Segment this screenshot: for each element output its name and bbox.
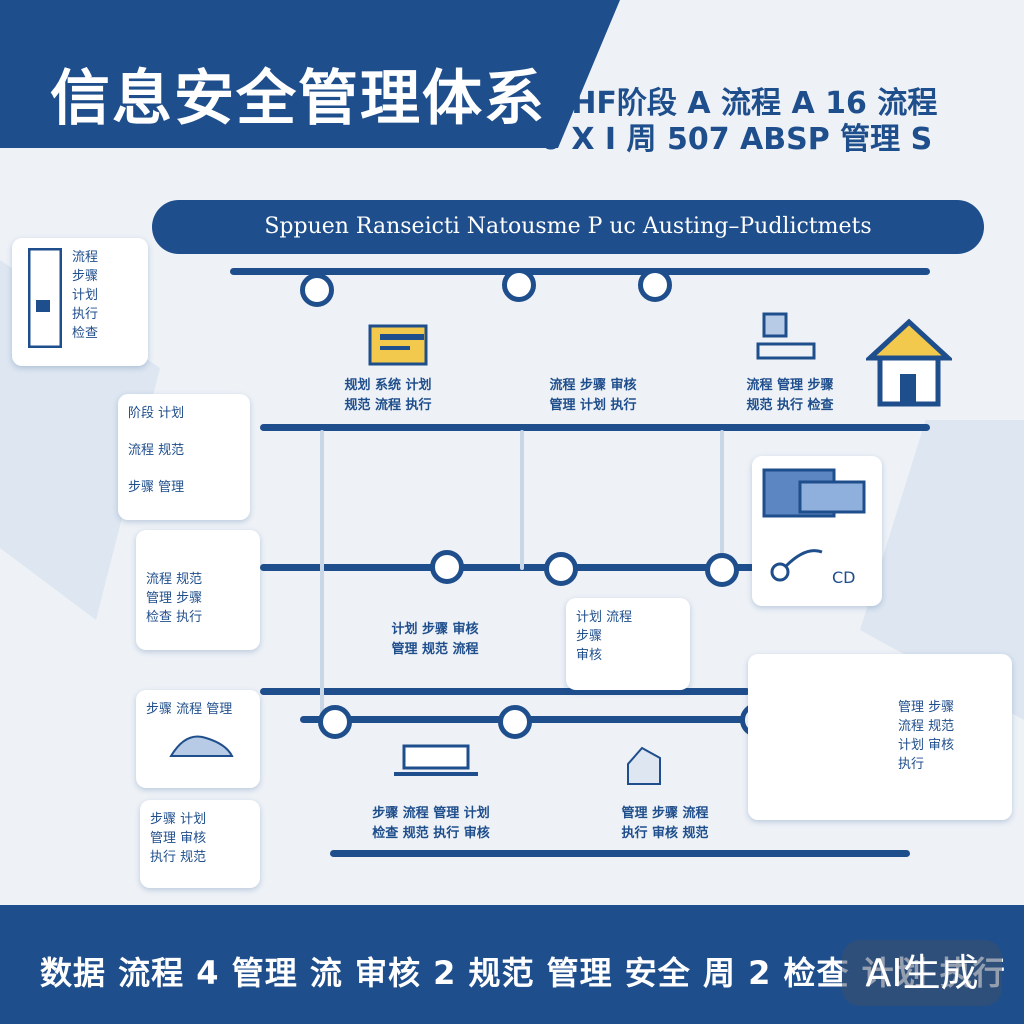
flow-line-vertical xyxy=(520,430,524,570)
left-card-5: 步骤 计划 管理 审核 执行 规范 xyxy=(140,800,260,888)
card-line: 执行 xyxy=(72,307,99,322)
hand-icon xyxy=(169,735,234,757)
step-text-6: 管理 步骤 流程 执行 审核 规范 xyxy=(610,804,720,844)
card-line: 步骤 流程 管理 xyxy=(146,702,233,717)
card-line: 阶段 计划 xyxy=(128,406,185,421)
flow-line-bottom xyxy=(330,850,910,857)
left-card-2: 阶段 计划 流程 规范 步骤 管理 xyxy=(118,394,250,520)
subtitle-line-1: 4 HF阶段 A 流程 A 16 流程 xyxy=(540,86,938,121)
folder-icon xyxy=(762,468,866,518)
step-line: 步骤 流程 管理 计划 xyxy=(372,806,490,821)
flow-line-row3 xyxy=(260,688,750,695)
card-line: 计划 审核 xyxy=(898,738,955,753)
flow-node xyxy=(544,552,578,586)
card-line: 流程 xyxy=(72,250,99,265)
left-card-4: 步骤 流程 管理 xyxy=(136,690,260,788)
step-line: 规划 系统 计划 xyxy=(344,378,432,393)
card-line: 步骤 计划 xyxy=(150,812,207,827)
step-line: 管理 计划 执行 xyxy=(549,398,637,413)
step-line: 计划 步骤 审核 xyxy=(391,622,479,637)
step-line: 规范 流程 执行 xyxy=(344,398,432,413)
database-label: CD xyxy=(832,568,856,587)
card-line: 检查 xyxy=(72,326,99,341)
house-icon xyxy=(866,318,952,407)
page-title: 信息安全管理体系 xyxy=(50,64,546,134)
flow-node xyxy=(498,705,532,739)
card-line: 步骤 xyxy=(576,629,603,644)
step-text-2: 流程 步骤 审核 管理 计划 执行 xyxy=(528,376,658,416)
card-line: 管理 步骤 xyxy=(146,591,203,606)
flow-line-vertical xyxy=(320,430,324,720)
card-line: 流程 规范 xyxy=(898,719,955,734)
footer-text: 数据 流程 4 管理 流 审核 2 规范 管理 安全 周 2 检查 计划 执行 xyxy=(40,954,1006,992)
flow-node xyxy=(430,550,464,584)
card-line: 流程 规范 xyxy=(128,443,185,458)
step-line: 管理 步骤 流程 xyxy=(621,806,709,821)
flow-node xyxy=(638,268,672,302)
laptop-icon xyxy=(394,744,478,776)
card-line: 管理 步骤 xyxy=(898,700,955,715)
step-line: 管理 规范 流程 xyxy=(391,642,479,657)
card-line: 步骤 xyxy=(72,269,99,284)
step-text-3: 流程 管理 步骤 规范 执行 检查 xyxy=(722,376,858,416)
monitor-icon xyxy=(756,312,816,360)
flow-line-row2 xyxy=(260,564,760,571)
flow-line-vertical xyxy=(720,430,724,570)
subtitle-line-2: 6 X I 周 507 ABSP 管理 S xyxy=(540,122,933,157)
header-band xyxy=(0,0,620,148)
page-subtitle: 4 HF阶段 A 流程 A 16 流程 6 X I 周 507 ABSP 管理 … xyxy=(540,86,1000,158)
mid-card: 计划 流程 步骤 审核 xyxy=(566,598,690,690)
flow-node xyxy=(705,553,739,587)
ai-generated-watermark: AI生成 xyxy=(842,940,1002,1006)
step-text-5: 步骤 流程 管理 计划 检查 规范 执行 审核 xyxy=(356,804,506,844)
document-icon xyxy=(368,324,428,366)
document-icon xyxy=(28,248,62,348)
process-banner: Sppuen Ranseicti Natousme P uc Austing–P… xyxy=(152,200,984,254)
flow-node xyxy=(318,705,352,739)
left-card-1: 流程 步骤 计划 执行 检查 xyxy=(12,238,148,366)
step-text-4: 计划 步骤 审核 管理 规范 流程 xyxy=(370,620,500,660)
flow-node xyxy=(300,273,334,307)
step-line: 规范 执行 检查 xyxy=(746,398,834,413)
card-line: 执行 xyxy=(898,757,925,772)
flow-line-top xyxy=(230,268,930,275)
card-line: 流程 规范 xyxy=(146,572,203,587)
card-line: 检查 执行 xyxy=(146,610,203,625)
card-line: 执行 规范 xyxy=(150,850,207,865)
step-line: 流程 步骤 审核 xyxy=(549,378,637,393)
step-line: 检查 规范 执行 审核 xyxy=(372,826,490,841)
database-icon xyxy=(770,549,823,582)
card-line: 步骤 管理 xyxy=(128,480,185,495)
card-line: 审核 xyxy=(576,648,603,663)
card-line: 计划 xyxy=(72,288,99,303)
left-card-3: 流程 规范 管理 步骤 检查 执行 xyxy=(136,530,260,650)
step-line: 流程 管理 步骤 xyxy=(746,378,834,393)
card-line: 计划 流程 xyxy=(576,610,633,625)
step-line: 执行 审核 规范 xyxy=(621,826,709,841)
hand-icon xyxy=(627,746,661,785)
card-line: 管理 审核 xyxy=(150,831,207,846)
right-card: 管理 步骤 流程 规范 计划 审核 执行 xyxy=(748,654,1012,820)
flow-line-row1-bottom xyxy=(260,424,930,431)
flow-node xyxy=(502,268,536,302)
database-card: CD xyxy=(752,456,882,606)
step-text-1: 规划 系统 计划 规范 流程 执行 xyxy=(328,376,448,416)
